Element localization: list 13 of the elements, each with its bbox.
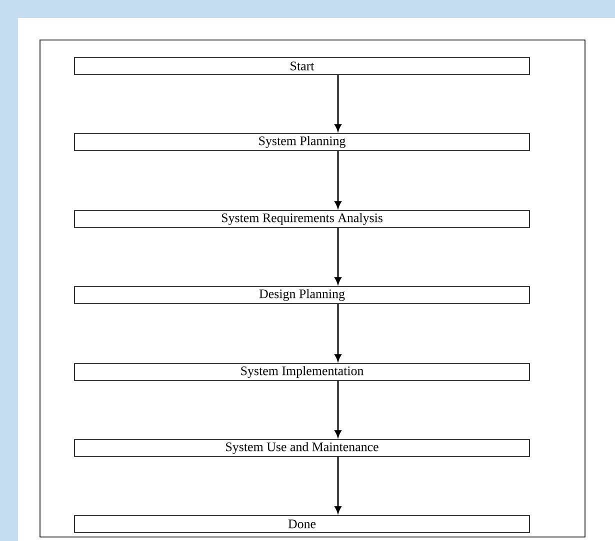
process-box: System Planning (74, 133, 530, 151)
process-box: System Use and Maintenance (74, 439, 530, 457)
process-box: System Requirements Analysis (74, 210, 530, 228)
arrow (334, 456, 342, 514)
process-box: Start (74, 57, 530, 75)
process-box: Done (74, 515, 530, 533)
arrow (334, 74, 342, 132)
arrow (334, 228, 342, 284)
arrow (334, 304, 342, 362)
process-box: Design Planning (74, 286, 530, 304)
process-box: System Implementation (74, 363, 530, 381)
arrow (334, 380, 342, 438)
arrow (334, 150, 342, 208)
